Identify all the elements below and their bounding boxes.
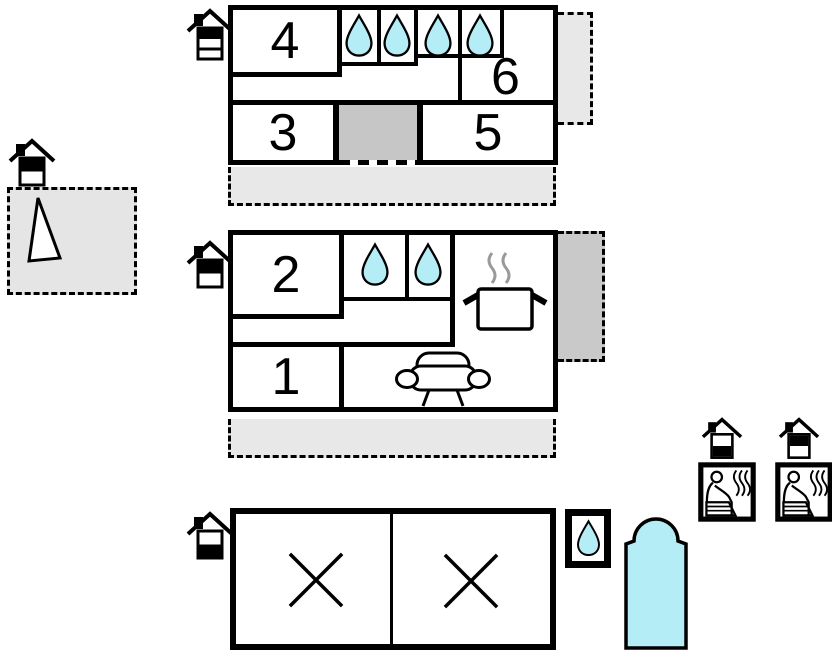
wall <box>337 62 418 66</box>
wall <box>233 342 455 347</box>
upper-terrace <box>228 167 556 206</box>
water-drop-icon <box>361 243 389 286</box>
sofa-icon <box>395 351 491 407</box>
room-label-5: 5 <box>473 103 503 162</box>
sauna-icon <box>698 462 756 522</box>
wall <box>390 514 393 644</box>
water-drop-icon <box>383 14 411 57</box>
main-balcony <box>558 231 605 362</box>
wall <box>405 235 409 301</box>
wall <box>500 10 504 58</box>
water-room-box <box>565 509 611 568</box>
wall <box>450 235 455 347</box>
water-drop-icon <box>576 520 600 556</box>
wall <box>233 100 553 105</box>
stairwell-opening <box>339 160 417 165</box>
wall <box>233 72 342 77</box>
house-level-badge-main-icon <box>186 241 234 289</box>
upper-balcony <box>558 12 593 125</box>
house-level-badge-sauna-left-icon <box>701 417 743 460</box>
room-label-2: 2 <box>271 245 301 304</box>
wall <box>233 314 344 319</box>
house-level-badge-sauna-right-icon <box>778 417 820 460</box>
room-label-6: 6 <box>491 48 520 106</box>
wall <box>339 342 344 407</box>
water-drop-icon <box>414 243 442 286</box>
room-label-4: 4 <box>270 12 300 70</box>
stove-icon <box>462 252 548 331</box>
crossed-room-icon <box>443 553 499 609</box>
wall <box>417 100 423 160</box>
main-terrace <box>228 419 556 458</box>
wall <box>333 100 339 160</box>
house-level-badge-upper-icon <box>186 9 234 61</box>
pool-icon <box>624 517 688 650</box>
upper-floor-plan: 4 6 3 5 <box>228 5 558 165</box>
water-drop-icon <box>345 14 373 57</box>
house-level-badge-plot-icon <box>8 139 56 187</box>
water-drop-icon <box>424 14 452 57</box>
stairwell <box>339 105 417 160</box>
wall <box>414 54 504 58</box>
annex-plan <box>230 508 556 650</box>
wall <box>414 10 418 66</box>
room-label-1: 1 <box>271 348 301 406</box>
plot-outline <box>7 187 137 295</box>
main-floor-plan: 2 1 <box>228 230 558 412</box>
wall <box>339 297 455 301</box>
plot-triangle-icon <box>27 197 63 263</box>
house-level-badge-annex-icon <box>186 512 234 560</box>
crossed-room-icon <box>288 552 344 608</box>
sauna-icon <box>775 462 832 522</box>
wall <box>377 10 381 66</box>
wall <box>337 10 342 77</box>
room-label-3: 3 <box>268 103 298 162</box>
wall <box>339 235 344 319</box>
